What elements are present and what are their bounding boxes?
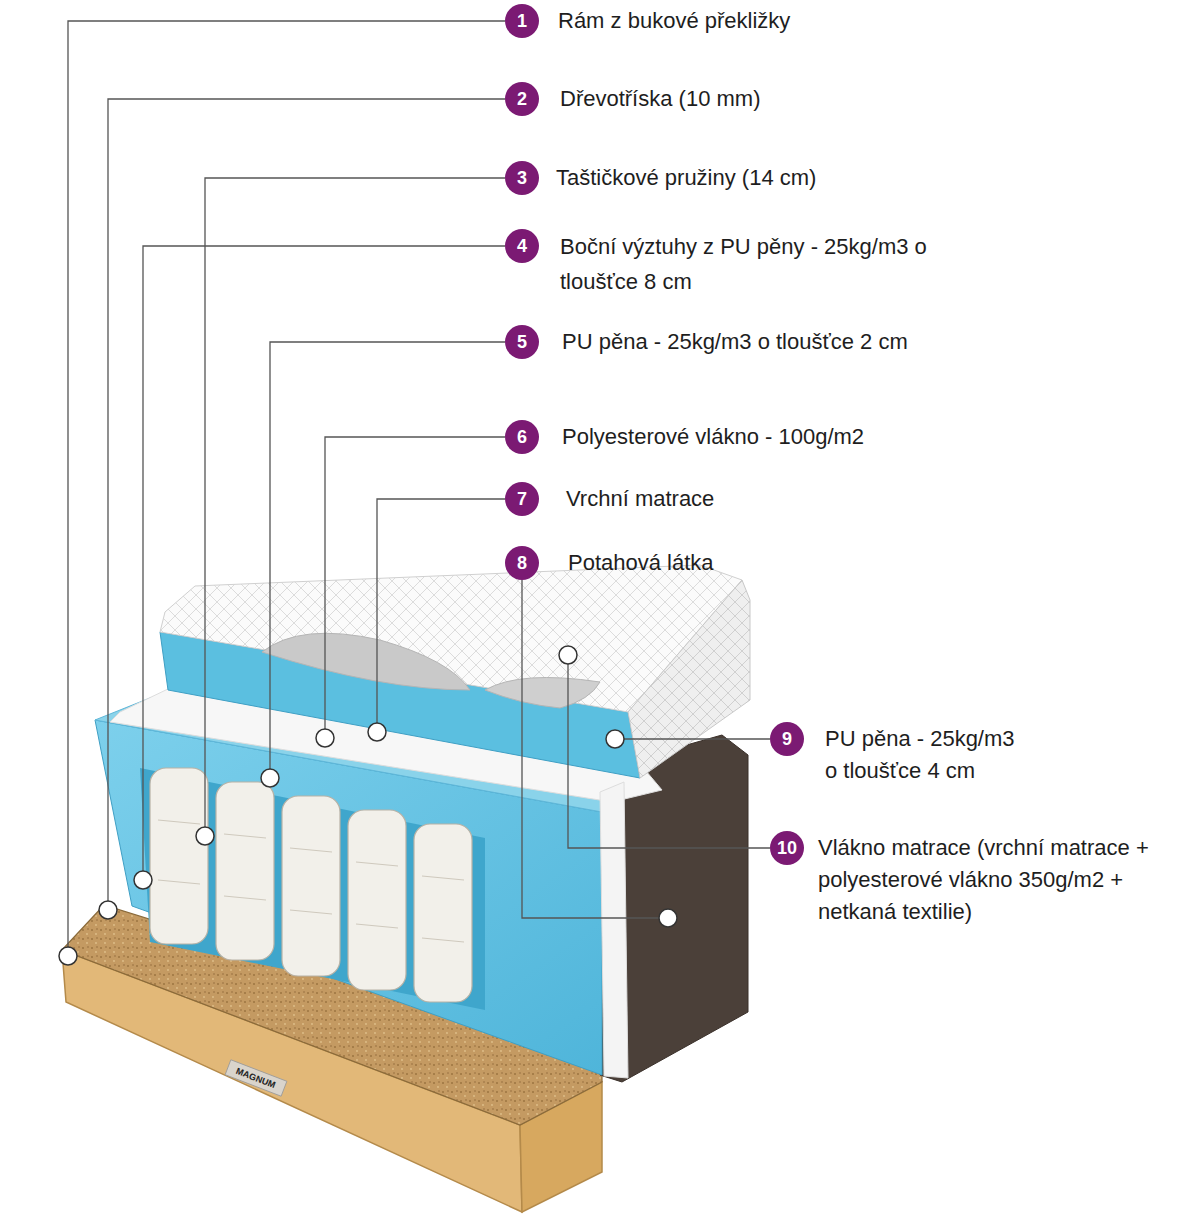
part-label: Polyesterové vlákno - 100g/m2 (562, 424, 864, 450)
leader-line (143, 246, 505, 871)
pocket-spring (414, 824, 472, 1002)
leader-line (624, 738, 770, 739)
leader-line (522, 580, 659, 918)
leader-line (270, 342, 505, 769)
leader-dot (99, 901, 117, 919)
callout-number: 2 (505, 82, 539, 116)
leader-line (205, 178, 505, 827)
spring-cavity (140, 768, 485, 1010)
pocket-spring (150, 768, 208, 944)
callout-circle (770, 722, 804, 756)
callout-number: 9 (770, 722, 804, 756)
callout-circle (770, 831, 804, 865)
callout-number: 1 (505, 4, 539, 38)
leader-line (568, 664, 770, 848)
part-label: Dřevotříska (10 mm) (560, 86, 760, 112)
callout-circle (505, 546, 539, 580)
part-label: Potahová látka (568, 550, 714, 576)
cover-fabric (598, 735, 748, 1082)
part-label: Taštičkové pružiny (14 cm) (556, 165, 816, 191)
part-label: PU pěna - 25kg/m3 o tloušťce 4 cm (825, 723, 1030, 787)
brand-plate (225, 1060, 287, 1096)
part-label: Vrchní matrace (566, 486, 714, 512)
leader-dot (261, 769, 279, 787)
leader-line (68, 21, 505, 947)
pocket-springs (150, 768, 472, 1002)
callout-number: 3 (505, 161, 539, 195)
leader-dots (59, 646, 677, 965)
callout-circle (505, 161, 539, 195)
mattress-fiber (485, 678, 600, 709)
callout-circle (505, 82, 539, 116)
leader-line (377, 499, 505, 723)
callout-number: 10 (770, 831, 804, 865)
leader-dot (134, 871, 152, 889)
illustration-part (356, 862, 398, 928)
callout-number: 4 (505, 229, 539, 263)
leader-line (325, 437, 505, 729)
callout-number: 6 (505, 420, 539, 454)
pocket-spring (216, 782, 274, 960)
mattress-end (628, 580, 750, 778)
pocket-spring (282, 796, 340, 976)
spring-folds (158, 820, 464, 942)
leader-dot (59, 947, 77, 965)
leader-dot (659, 909, 677, 927)
brand-label: MAGNUM (235, 1066, 277, 1090)
pocket-spring (348, 810, 406, 990)
callout-circle (505, 325, 539, 359)
part-label: Vlákno matrace (vrchní matrace + polyest… (818, 832, 1190, 928)
illustration-part (224, 834, 266, 900)
part-label: PU pěna - 25kg/m3 o tloušťce 2 cm (562, 329, 908, 355)
leader-line (108, 99, 505, 901)
leader-dot (316, 729, 334, 747)
callout-circle (505, 229, 539, 263)
leader-dot (559, 646, 577, 664)
leader-dot (368, 723, 386, 741)
callout-number: 7 (505, 482, 539, 516)
callout-circle (505, 4, 539, 38)
leader-dot (606, 730, 624, 748)
part-label: Rám z bukové překližky (558, 8, 790, 34)
illustration-part (290, 848, 332, 914)
leader-lines (68, 21, 770, 947)
fiber-side (600, 782, 628, 1078)
illustration-part (422, 876, 464, 942)
leader-dot (196, 827, 214, 845)
callout-number: 5 (505, 325, 539, 359)
callout-number: 8 (505, 546, 539, 580)
callout-circle (505, 482, 539, 516)
callout-circle (505, 420, 539, 454)
part-label: Boční výztuhy z PU pěny - 25kg/m3 o tlou… (560, 229, 960, 299)
illustration-part (158, 820, 200, 884)
mattress-fiber (262, 633, 470, 690)
